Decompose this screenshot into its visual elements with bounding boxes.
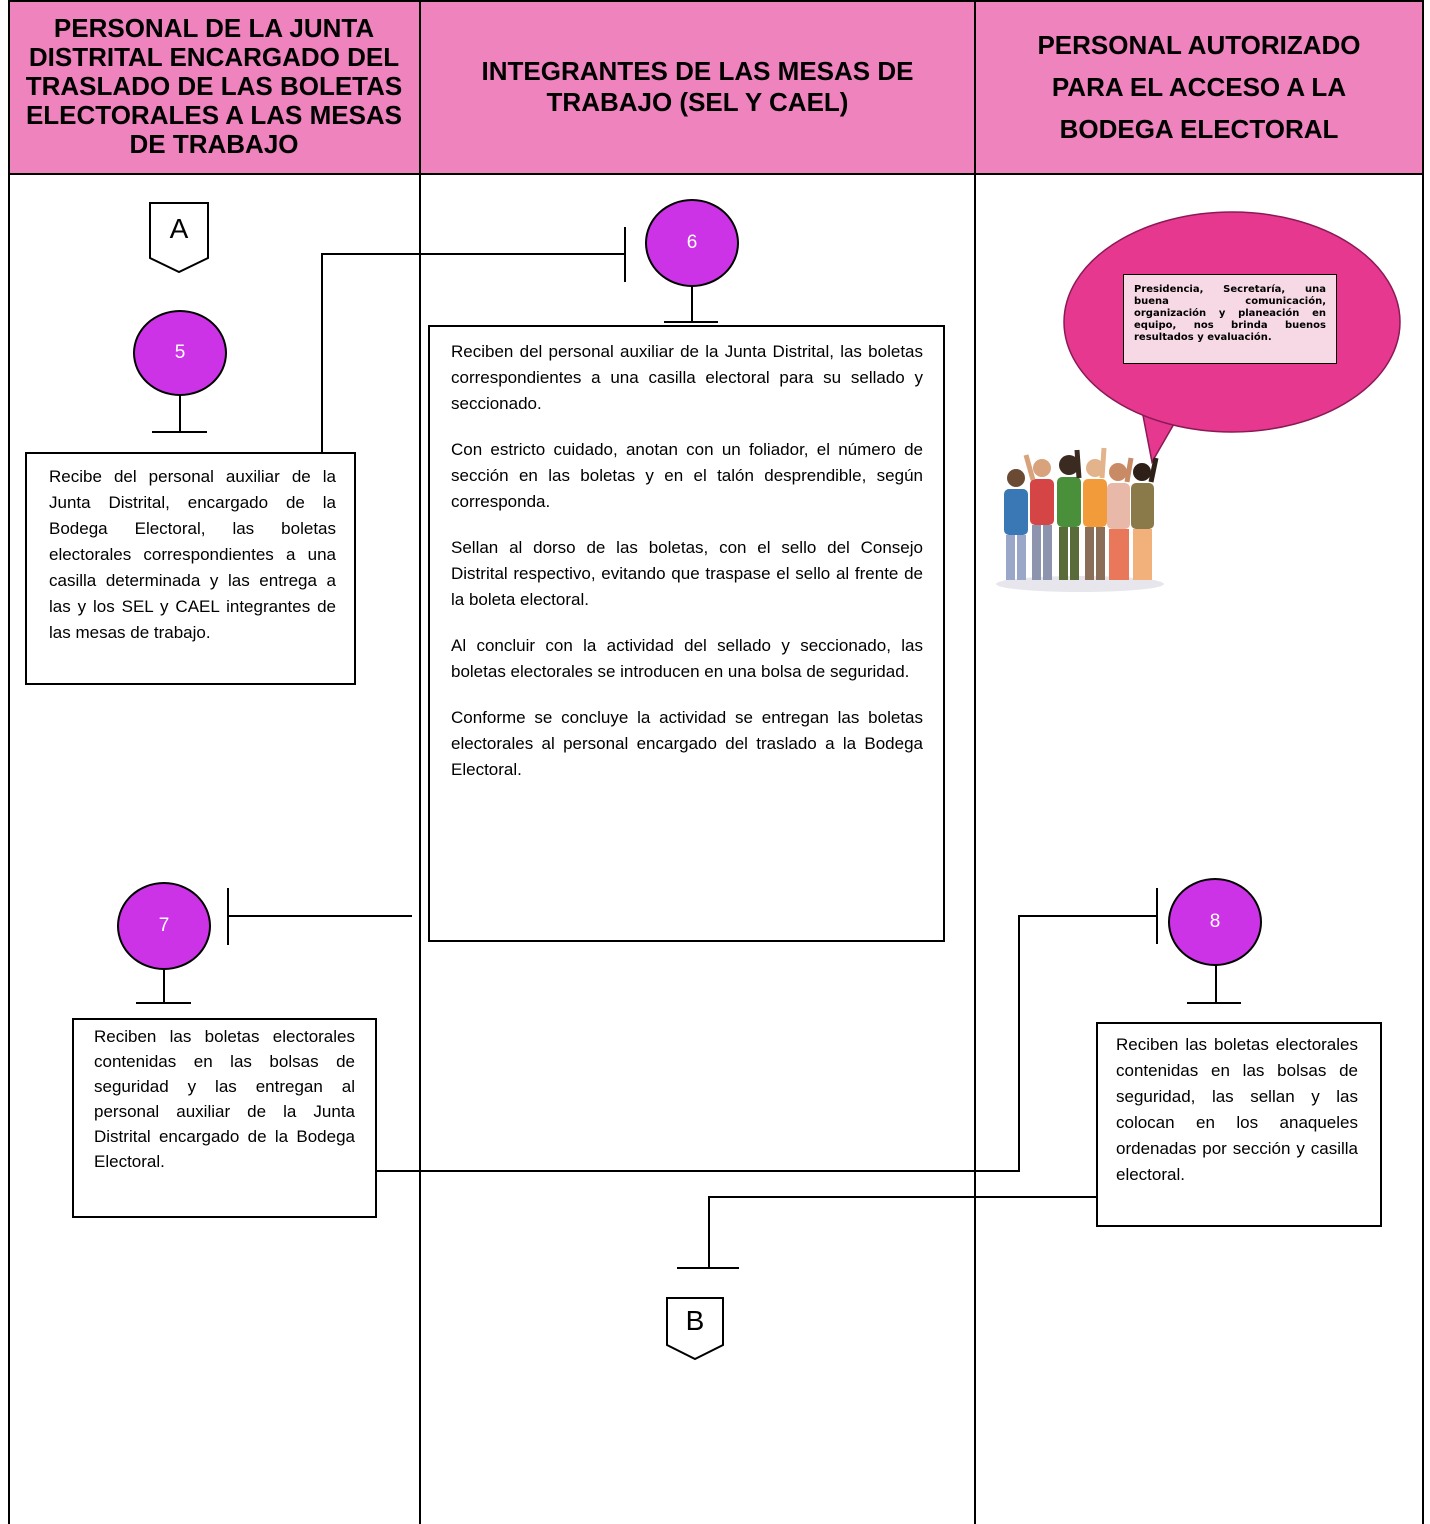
connector-a-label: A [169,213,189,244]
step-6-box: Reciben del personal auxiliar de la Junt… [428,325,945,942]
connector-b-shape [666,1297,724,1361]
step-6-paragraph-4: Al concluir con la actividad del sellado… [451,636,923,681]
connector-a-shape [149,202,209,274]
lane-header-bodega-electoral: PERSONAL AUTORIZADO PARA EL ACCESO A LA … [975,0,1423,175]
speech-bubble-text: Presidencia, Secretaría, una buena comun… [1123,274,1337,364]
step-5-marker: 5 [133,310,227,396]
lane-border-left [8,0,10,1524]
step-6-paragraph-5: Conforme se concluye la actividad se ent… [451,708,923,779]
step-6-marker: 6 [645,199,739,287]
step-7-box: Reciben las boletas electorales contenid… [72,1018,377,1218]
lane-border-top [8,0,1424,2]
lane-divider-1 [419,0,421,1524]
people-group-illustration [996,447,1164,592]
lane-divider-2 [974,0,976,1524]
step-7-text: Reciben las boletas electorales contenid… [94,1027,355,1171]
step-6-paragraph-3: Sellan al dorso de las boletas, con el s… [451,538,923,609]
lane-border-right [1422,0,1424,1524]
step-5-text: Recibe del personal auxiliar de la Junta… [49,467,336,642]
step-8-box: Reciben las boletas electorales contenid… [1096,1022,1382,1227]
step-6-paragraph-1: Reciben del personal auxiliar de la Junt… [451,342,923,413]
step-5-box: Recibe del personal auxiliar de la Junta… [25,452,356,685]
lane-header-junta-distrital: PERSONAL DE LA JUNTA DISTRITAL ENCARGADO… [8,0,420,175]
connector-b-label: B [685,1305,705,1336]
step-7-marker: 7 [117,882,211,970]
step-6-paragraph-2: Con estricto cuidado, anotan con un foli… [451,440,923,511]
flow-line-8-to-b [708,1196,1096,1268]
flow-line-7-to-8 [376,915,1157,1172]
lane-header-mesas-de-trabajo: INTEGRANTES DE LAS MESAS DE TRABAJO (SEL… [420,0,975,175]
step-8-marker: 8 [1168,878,1262,966]
step-8-text: Reciben las boletas electorales contenid… [1116,1035,1358,1184]
flow-line-5-to-6 [321,253,625,452]
